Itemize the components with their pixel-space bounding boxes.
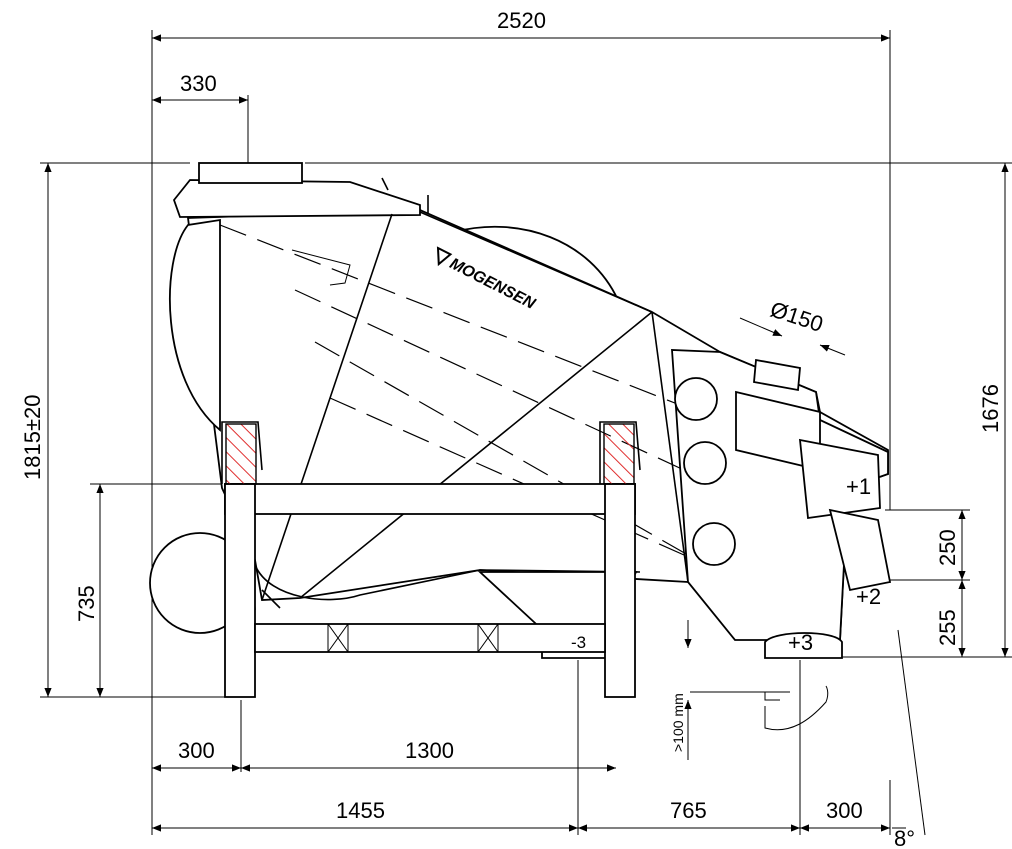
hatched-block-left: [225, 423, 257, 485]
outlet-plus2: [828, 508, 892, 592]
label-plus1: +1: [846, 474, 871, 499]
dim-frame-height: 735: [74, 585, 99, 622]
dim-overall-width: 2520: [497, 8, 546, 33]
left-hopper-curve: [169, 218, 221, 432]
port-1: [674, 377, 718, 421]
dim-leg-span: 1300: [405, 738, 454, 763]
label-plus3: +3: [788, 630, 813, 655]
top-inlet: [198, 162, 303, 184]
support-frame: [221, 421, 641, 698]
dim-inlet-diameter: Ø150: [767, 296, 826, 336]
top-lid: [172, 179, 421, 218]
aspiration-pipe: [753, 358, 801, 392]
dim-total-height: 1815±20: [20, 395, 45, 481]
dim-top-offset: 330: [180, 71, 217, 96]
dim-outlet-drop: 255: [935, 609, 960, 646]
machine: [149, 162, 892, 659]
outlet-plus3: [764, 632, 843, 659]
clearance-detail: [684, 620, 829, 760]
extension-lines: [40, 30, 1012, 836]
dim-bottom-left: 1455: [336, 798, 385, 823]
hatched-block-right: [603, 423, 635, 485]
outlet-labels: +1 +2 +3 -3: [571, 474, 881, 655]
port-3: [692, 522, 736, 566]
dim-leg-offset: 300: [178, 738, 215, 763]
dim-clearance: >100 mm: [670, 693, 686, 752]
dim-angle: 8°: [894, 826, 915, 849]
label-minus3: -3: [571, 633, 586, 652]
outlet-plus1: [798, 438, 881, 520]
port-2: [683, 441, 727, 485]
dimension-lines: [44, 34, 1009, 832]
dim-outlet-rise: 250: [935, 529, 960, 566]
label-plus2: +2: [856, 584, 881, 609]
dim-bottom-right: 300: [826, 798, 863, 823]
dim-bottom-mid: 765: [670, 798, 707, 823]
dim-right-height: 1676: [978, 384, 1003, 433]
